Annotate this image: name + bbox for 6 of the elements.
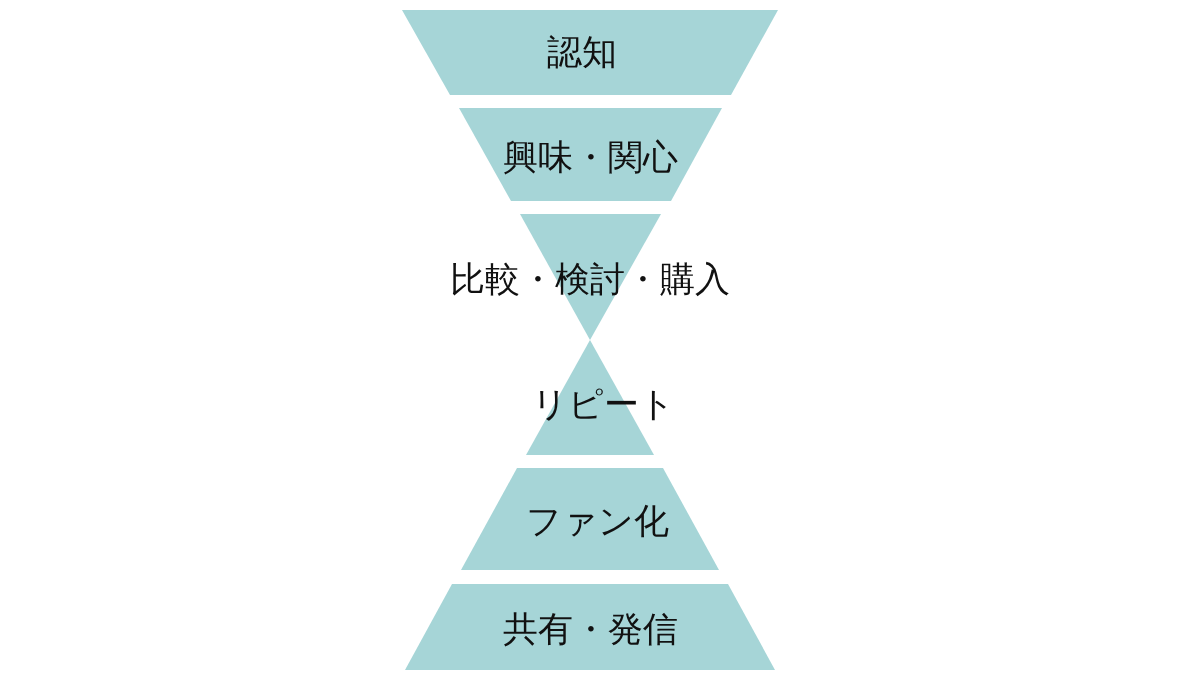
- stage-label: 比較・検討・購入: [450, 258, 730, 300]
- stage-label: 認知: [547, 31, 617, 73]
- stage-label: リピート: [531, 383, 675, 425]
- stage-label: 興味・関心: [502, 136, 678, 178]
- stage-label: 共有・発信: [502, 608, 678, 650]
- stage-label: ファン化: [525, 500, 669, 542]
